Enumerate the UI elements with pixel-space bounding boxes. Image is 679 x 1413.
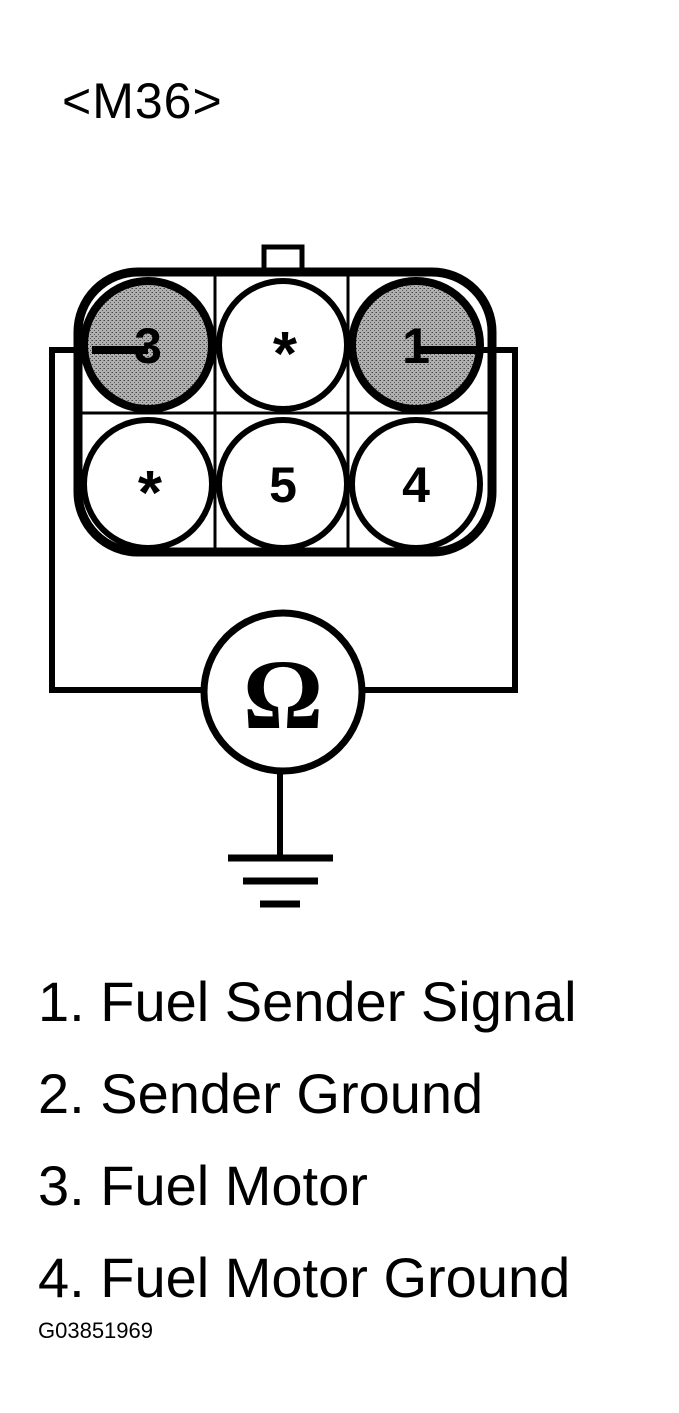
connector-grid: [82, 274, 488, 550]
connector-pin-1: 1: [348, 277, 484, 413]
connector-diagram: 3 * 1 * 5 4 Ω: [49, 244, 518, 908]
pin-cavity: [216, 278, 350, 412]
legend-item: 2. Sender Ground: [38, 1062, 484, 1125]
pin-number-label: 5: [269, 457, 297, 513]
pin-number-label: *: [273, 320, 298, 389]
legend-item: 3. Fuel Motor: [38, 1154, 368, 1217]
connector-pin-5: 5: [216, 417, 350, 551]
ohmmeter-icon: Ω: [200, 609, 366, 775]
legend-item: 4. Fuel Motor Ground: [38, 1246, 571, 1309]
connector-pin-unused: *: [216, 278, 350, 412]
ohm-symbol: Ω: [243, 639, 323, 750]
connector-id-label: <M36>: [62, 73, 223, 129]
pin-number-label: 4: [402, 457, 430, 513]
pin-legend: 1. Fuel Sender Signal 2. Sender Ground 3…: [38, 970, 577, 1338]
pin-cavity: [349, 417, 483, 551]
connector-pin-4: 4: [349, 417, 483, 551]
connector-pin-unused: *: [81, 417, 215, 551]
pin-cavity: [80, 277, 216, 413]
pin-cavity: [81, 417, 215, 551]
pin-cavity: [216, 417, 350, 551]
pin-number-label: *: [138, 459, 163, 528]
pin-cavity: [348, 277, 484, 413]
legend-item: 1. Fuel Sender Signal: [38, 970, 577, 1033]
connector-pin-3: 3: [80, 277, 216, 413]
ground-symbol-icon: [228, 771, 333, 908]
figure-code: G03851969: [38, 1318, 153, 1343]
